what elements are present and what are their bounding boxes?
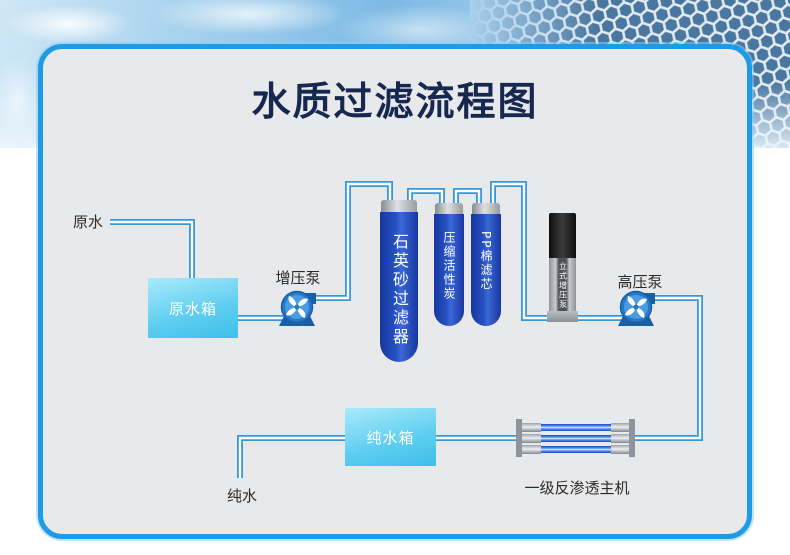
pure-water-label: 纯水 [222, 486, 262, 506]
ro-right-end-plate [629, 419, 635, 457]
pipe-bore [110, 222, 192, 279]
ro-tube-body [541, 446, 611, 453]
fan-hub [633, 304, 638, 309]
raw-water-tank: 原水箱 [148, 278, 238, 338]
ro-tube-body [541, 424, 611, 431]
ro-tube-right-cap [611, 445, 629, 454]
ro-tube-left-cap [522, 434, 541, 443]
ro-membrane-tube [522, 434, 629, 443]
pipe-bore [240, 438, 345, 478]
ro-left-end-plate [516, 419, 522, 457]
ro-tube-right-cap [611, 434, 629, 443]
pipe-wall [110, 222, 192, 279]
quartz-sand-filter-label: 石英砂过滤器 [391, 233, 407, 347]
pure-water-tank-label: 纯水箱 [366, 427, 414, 448]
ro-tube-left-cap [522, 423, 541, 432]
ro-unit-label: 一级反渗透主机 [507, 478, 647, 498]
pipe-wall [240, 438, 345, 478]
pp-cotton-filter-body: PP棉滤芯 [471, 214, 501, 326]
activated-carbon-filter-label: 压缩活性炭 [443, 231, 455, 301]
pipe-pure-water-outlet [240, 438, 345, 478]
ro-tube-right-cap [611, 423, 629, 432]
raw-water-tank-label: 原水箱 [169, 298, 217, 319]
vertical-pump-body: 立式增压泵 [549, 258, 576, 311]
ro-membrane-tube [522, 423, 629, 432]
vertical-pump-motor [549, 213, 576, 258]
pipe-raw-water-inlet [110, 222, 192, 279]
quartz-sand-filter-body: 石英砂过滤器 [380, 212, 418, 362]
high-pressure-pump-icon [618, 292, 655, 327]
booster-pump-icon [279, 292, 316, 327]
fan-hub [294, 304, 299, 309]
vertical-pump-label: 立式增压泵 [559, 262, 567, 310]
pp-cotton-filter-label: PP棉滤芯 [480, 231, 492, 291]
ro-membrane-unit [516, 419, 635, 457]
pipe-wall [493, 184, 550, 318]
vertical-booster-pump: 立式增压泵 [549, 213, 576, 322]
ro-tube-body [541, 435, 611, 442]
ro-membrane-tube [522, 445, 629, 454]
activated-carbon-filter-body: 压缩活性炭 [434, 214, 464, 326]
high-pressure-pump-label: 高压泵 [608, 272, 672, 292]
booster-pump-label: 增压泵 [266, 268, 330, 288]
vertical-pump-base [547, 311, 578, 322]
raw-water-label: 原水 [68, 212, 108, 232]
pure-water-tank: 纯水箱 [345, 408, 436, 466]
ro-tube-left-cap [522, 445, 541, 454]
pipe-pp-to-vertical-pump [493, 184, 550, 318]
